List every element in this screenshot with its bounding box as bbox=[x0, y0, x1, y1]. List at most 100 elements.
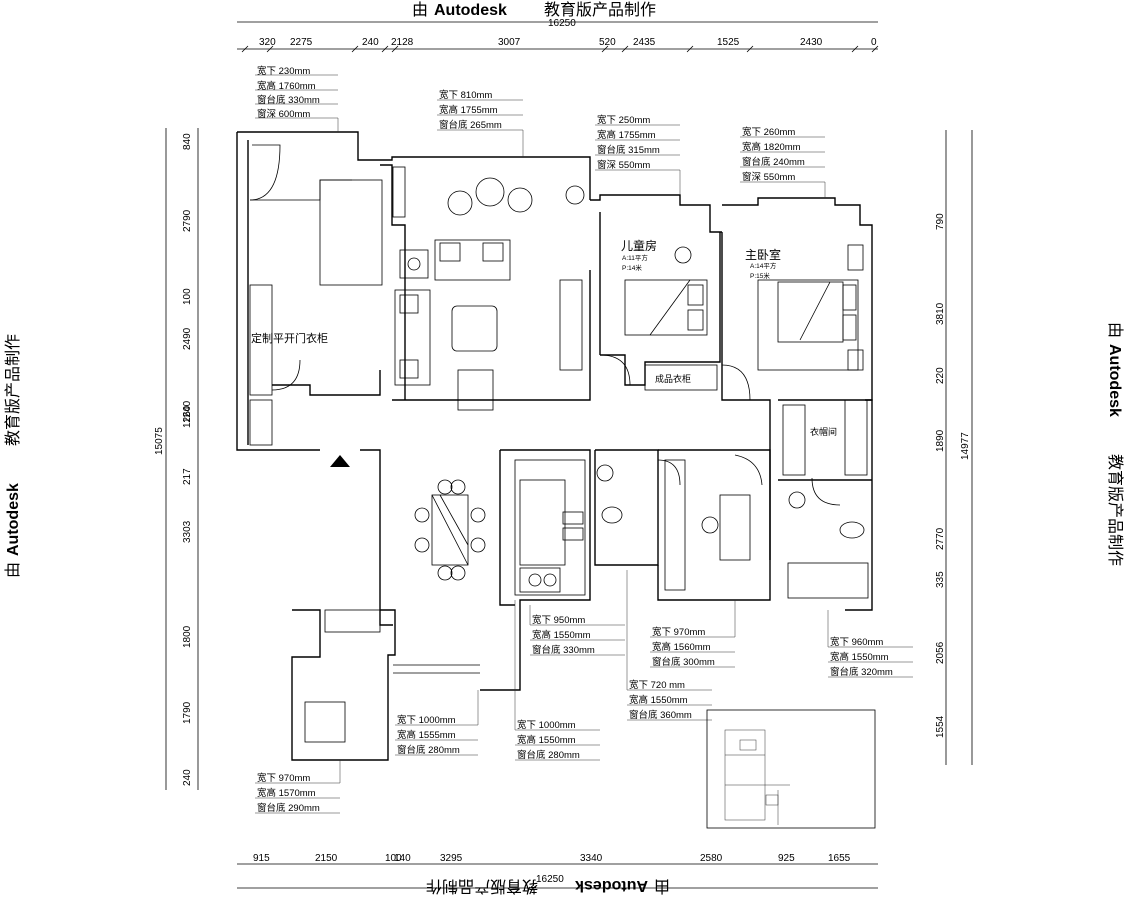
dimension-value: 3295 bbox=[440, 853, 463, 864]
dimension-value: 220 bbox=[935, 367, 946, 384]
window-note: 宽下 1000mm 宽高 1555mm 窗台底 280mm bbox=[395, 690, 479, 756]
watermark-bottom: 由 Autodesk 教育版产品制作 bbox=[426, 877, 670, 895]
furniture bbox=[319, 166, 865, 587]
dimension-value: 1655 bbox=[828, 853, 851, 864]
window-notes: 宽下 230mm 宽高 1760mm 窗台底 330mm 窗深 600mm 宽下… bbox=[255, 65, 913, 814]
window-note-line: 宽下 960mm bbox=[830, 636, 883, 648]
dimension-overall: 14977 bbox=[960, 432, 971, 460]
window-note-line: 宽高 1755mm bbox=[439, 104, 498, 116]
dimension-tick bbox=[851, 45, 859, 53]
dimension-value: 2150 bbox=[315, 853, 338, 864]
dimension-value: 1260 bbox=[182, 405, 193, 428]
dimension-value: 240 bbox=[182, 769, 193, 786]
window-note: 宽下 810mm 宽高 1755mm 窗台底 265mm bbox=[437, 89, 524, 157]
window-note-line: 宽高 1760mm bbox=[257, 80, 316, 92]
dimension-value: 3810 bbox=[935, 302, 946, 325]
dimension-value: 2770 bbox=[935, 527, 946, 550]
watermark-prefix: 由 bbox=[412, 1, 428, 19]
dimension-overall: 16250 bbox=[536, 874, 564, 885]
window-note-line: 宽高 1570mm bbox=[257, 787, 316, 799]
dimension-tick bbox=[746, 45, 754, 53]
dimension-value: 1890 bbox=[935, 429, 946, 452]
children-room-perimeter: P:14米 bbox=[622, 263, 642, 272]
dimension-value: 925 bbox=[778, 853, 795, 864]
dimension-tick bbox=[871, 45, 879, 53]
dimension-value: 2580 bbox=[700, 853, 723, 864]
dimension-value: 0 bbox=[871, 37, 877, 48]
window-note-line: 窗深 550mm bbox=[742, 171, 795, 183]
room-labels: 定制平开门衣柜 儿童房 A:11平方 P:14米 主卧室 A:14平方 P:15… bbox=[251, 238, 837, 437]
window-note-line: 窗台底 315mm bbox=[597, 144, 660, 156]
dimension-bottom: 16250 915 2150 100 140 3295 3340 2580 92… bbox=[237, 853, 878, 889]
dimension-overall: 16250 bbox=[548, 18, 576, 29]
window-note-line: 宽下 260mm bbox=[742, 126, 795, 138]
dimension-value: 100 bbox=[182, 288, 193, 305]
window-note-line: 窗台底 360mm bbox=[629, 709, 692, 721]
dimension-value: 1554 bbox=[935, 715, 946, 738]
dimension-value: 840 bbox=[182, 133, 193, 150]
watermark-brand: Autodesk bbox=[434, 2, 507, 19]
dimension-value: 1790 bbox=[182, 701, 193, 724]
watermark-prefix: 由 bbox=[654, 877, 670, 895]
dimension-value: 1525 bbox=[717, 37, 740, 48]
dimension-value: 1240 bbox=[182, 400, 193, 423]
window-note-line: 宽高 1550mm bbox=[830, 651, 889, 663]
children-room-area: A:11平方 bbox=[622, 253, 648, 262]
watermark-brand: Autodesk bbox=[575, 877, 648, 894]
window-note: 宽下 1000mm 宽高 1550mm 窗台底 280mm bbox=[514, 600, 600, 761]
window-note-line: 宽高 1560mm bbox=[652, 641, 711, 653]
entrance-marker bbox=[330, 455, 350, 467]
watermark-suffix: 教育版产品制作 bbox=[426, 877, 538, 895]
dimension-value: 3007 bbox=[498, 37, 521, 48]
window-note: 宽下 260mm 宽高 1820mm 窗台底 240mm 窗深 550mm bbox=[740, 126, 826, 198]
dimension-value: 2056 bbox=[935, 641, 946, 664]
window-note-line: 窗台底 300mm bbox=[652, 656, 715, 668]
watermark-brand: Autodesk bbox=[1106, 344, 1123, 417]
watermark-left: 由 Autodesk 教育版产品制作 bbox=[4, 334, 22, 578]
dimension-value: 915 bbox=[253, 853, 270, 864]
window-note-line: 宽下 250mm bbox=[597, 114, 650, 126]
window-note-line: 窗台底 330mm bbox=[257, 94, 320, 106]
dimension-value: 3303 bbox=[182, 520, 193, 543]
dimension-top: 16250 320 2275 240 2128 3007 520 2435 15… bbox=[237, 18, 879, 53]
window-note-line: 宽下 810mm bbox=[439, 89, 492, 101]
watermark-suffix: 教育版产品制作 bbox=[544, 1, 656, 19]
dimension-value: 520 bbox=[599, 37, 616, 48]
master-bedroom-perimeter: P:15米 bbox=[750, 271, 770, 280]
wardrobe-label: 定制平开门衣柜 bbox=[251, 331, 328, 345]
ready-wardrobe-label: 成品衣柜 bbox=[655, 373, 691, 384]
watermark-prefix: 由 bbox=[4, 562, 22, 578]
dimension-tick bbox=[621, 45, 629, 53]
dimension-tick bbox=[391, 45, 399, 53]
children-room-name: 儿童房 bbox=[621, 238, 657, 253]
watermark-top: 由 Autodesk 教育版产品制作 bbox=[412, 1, 656, 19]
dimension-tick bbox=[351, 45, 359, 53]
window-note-line: 宽下 1000mm bbox=[397, 714, 456, 726]
window-note-line: 宽高 1550mm bbox=[532, 629, 591, 641]
walls bbox=[236, 131, 873, 761]
dimension-value: 2435 bbox=[633, 37, 656, 48]
dimension-value: 335 bbox=[935, 571, 946, 588]
dimension-value: 2490 bbox=[182, 327, 193, 350]
window-note: 宽下 950mm 宽高 1550mm 窗台底 330mm bbox=[529, 605, 625, 656]
dimension-value: 3340 bbox=[580, 853, 603, 864]
dimension-value: 1800 bbox=[182, 625, 193, 648]
window-note-line: 宽下 720 mm bbox=[629, 679, 685, 691]
watermark-suffix: 教育版产品制作 bbox=[4, 334, 22, 446]
cloakroom-label: 衣帽间 bbox=[810, 426, 837, 437]
window-note-line: 宽下 950mm bbox=[532, 614, 585, 626]
window-note: 宽下 720 mm 宽高 1550mm 窗台底 360mm bbox=[626, 570, 712, 721]
dimension-tick bbox=[266, 45, 274, 53]
window-note-line: 宽高 1755mm bbox=[597, 129, 656, 141]
dimension-value: 100 bbox=[385, 853, 402, 864]
master-bedroom-area: A:14平方 bbox=[750, 261, 777, 270]
dimension-value: 2275 bbox=[290, 37, 313, 48]
window-note-line: 宽高 1555mm bbox=[397, 729, 456, 741]
dimension-value: 2128 bbox=[391, 37, 414, 48]
dimension-tick bbox=[601, 45, 609, 53]
watermark-brand: Autodesk bbox=[5, 483, 22, 556]
watermark-right: 由 Autodesk 教育版产品制作 bbox=[1106, 322, 1124, 566]
dimension-tick bbox=[381, 45, 389, 53]
dimension-value: 240 bbox=[362, 37, 379, 48]
window-note-line: 窗台底 290mm bbox=[257, 802, 320, 814]
